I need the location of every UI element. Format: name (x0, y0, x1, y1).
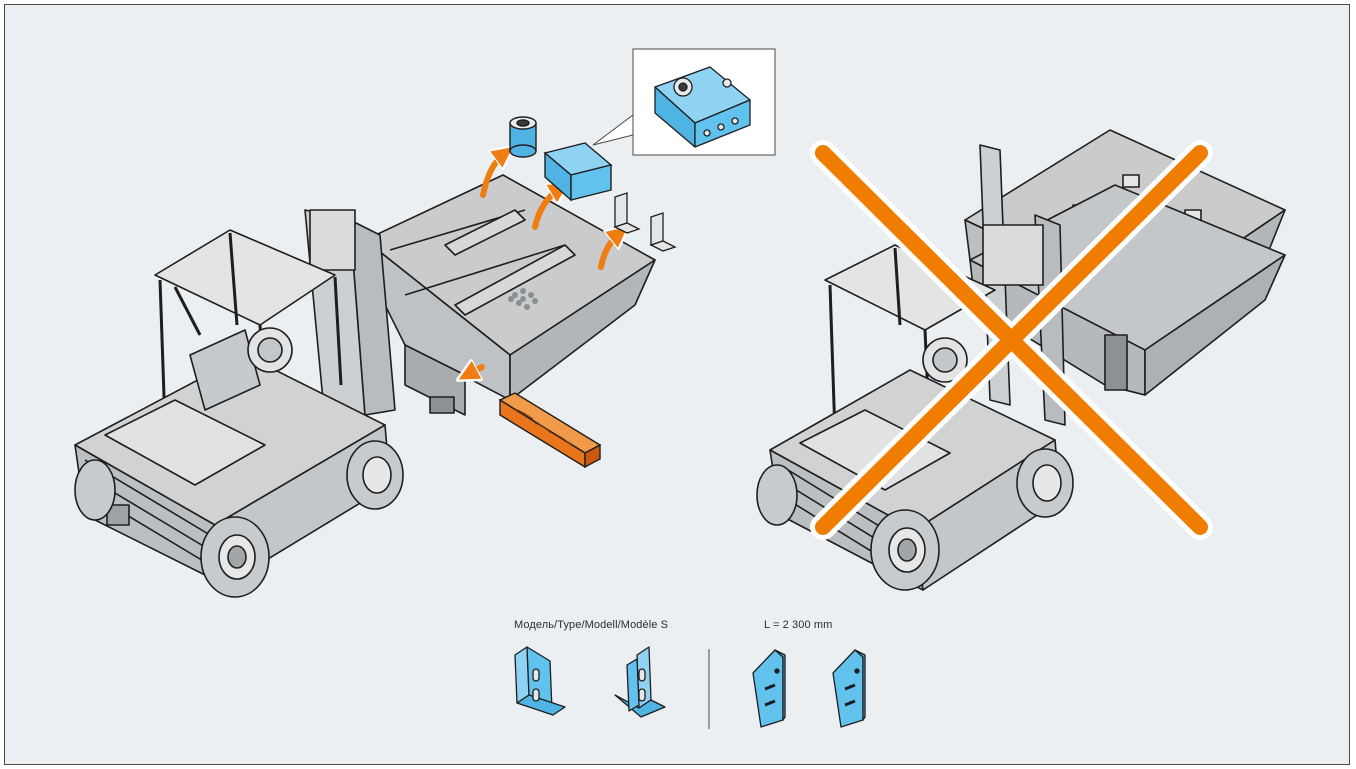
insert-arrow-icon (467, 367, 485, 375)
remove-arrows (467, 153, 620, 375)
brackets-type-s (514, 646, 666, 718)
body-left (74, 327, 391, 586)
wheels-right (756, 448, 1074, 591)
brackets-long (752, 649, 866, 728)
mounting-bracket-icon (832, 649, 866, 728)
remove-arrow-icon (532, 188, 561, 230)
mounting-bracket-icon (514, 646, 566, 716)
bracket-small-icons (613, 192, 677, 252)
mounting-bracket-icon (752, 649, 786, 728)
model-caption: Модель/Type/Modell/Modèle S (514, 619, 669, 631)
mesh-patch (508, 288, 538, 310)
control-box-icon (543, 142, 613, 202)
wheels-left (74, 440, 404, 598)
mounting-bracket-icon (614, 646, 666, 718)
prohibited-cross-icon (810, 140, 1213, 540)
mast-left (304, 209, 396, 416)
remove-arrow-icon (598, 233, 620, 270)
length-caption: L = 2 300 mm (764, 619, 833, 631)
remove-arrow-icon (480, 153, 505, 198)
installation-illustration (74, 48, 1286, 729)
forklift-left-icon (74, 174, 656, 598)
wooden-beam-icon (498, 392, 602, 469)
filter-cartridge-icon (509, 116, 537, 158)
instruction-figure: Модель/Type/Modell/Modèle S L = 2 300 mm (4, 4, 1350, 765)
tank-left (364, 174, 656, 416)
control-box-callout (592, 48, 776, 156)
